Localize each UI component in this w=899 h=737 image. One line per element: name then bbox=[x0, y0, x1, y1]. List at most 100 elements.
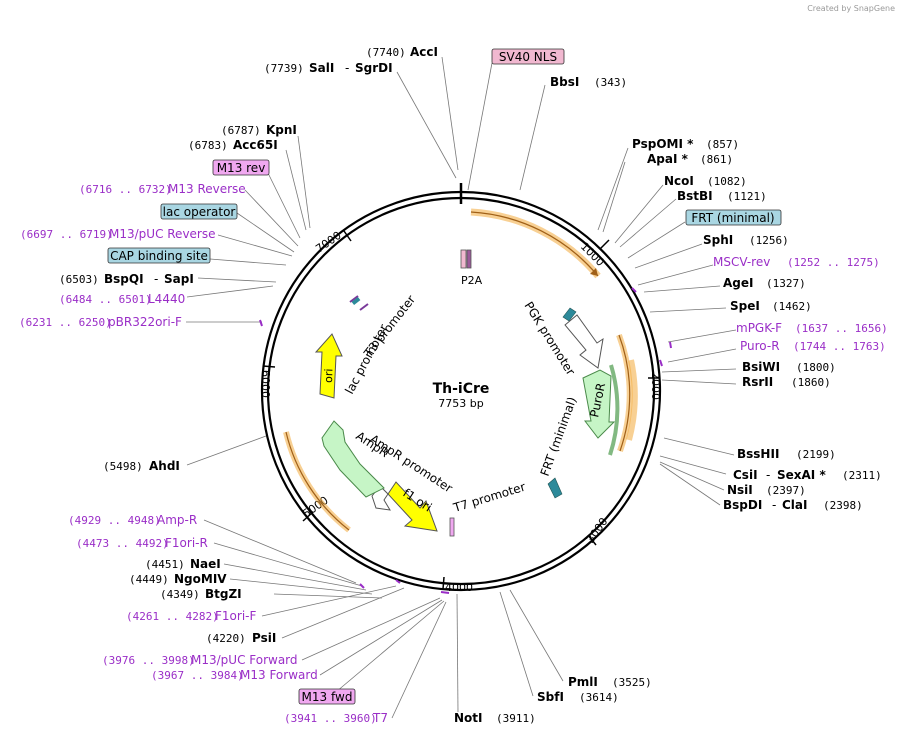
primer-name-m13puc-reverse: M13/pUC Reverse bbox=[109, 227, 216, 241]
enzyme-name-sbfi: SbfI bbox=[537, 690, 564, 704]
enzyme-pos-pmli: (3525) bbox=[612, 676, 652, 689]
ori-arrow bbox=[314, 333, 343, 399]
enzyme-name-bsshii: BssHII bbox=[737, 447, 779, 461]
enzyme-pos-sali: (7739) bbox=[264, 62, 304, 75]
ori-label: ori bbox=[322, 368, 335, 383]
primer-range-l4440: (6484 .. 6501) bbox=[59, 293, 152, 306]
primer-range-pbr322ori-f: (6231 .. 6250) bbox=[19, 316, 112, 329]
cds-arrowhead bbox=[590, 268, 598, 276]
enzyme-pos-nsii: (2397) bbox=[766, 484, 806, 497]
enzyme-pos-bspdi: (2398) bbox=[823, 499, 863, 512]
feature-box-m13-fwd: M13 fwd bbox=[298, 688, 356, 705]
primer-name-mpgk-f: mPGK-F bbox=[736, 321, 782, 335]
callout-lines bbox=[186, 56, 737, 719]
primer-name-mscv-rev: MSCV-rev bbox=[713, 255, 770, 269]
pgk-promoter-arrow bbox=[564, 314, 604, 369]
enzyme-pos-bbsi: (343) bbox=[594, 76, 627, 89]
primer-name-m13-forward: M13 Forward bbox=[240, 668, 318, 682]
feature-box-sv40-nls: SV40 NLS bbox=[491, 48, 565, 65]
enzyme-pos-apai: (861) bbox=[700, 153, 733, 166]
t7-promoter-marker bbox=[449, 517, 455, 537]
cds-arc-2 bbox=[626, 359, 638, 441]
plasmid-name: Th-iCre bbox=[433, 381, 490, 397]
svg-text:-: - bbox=[772, 498, 776, 512]
enzyme-name-spei: SpeI bbox=[730, 299, 760, 313]
enzyme-pos-psii: (4220) bbox=[206, 632, 246, 645]
enzyme-name-sexai: SexAI * bbox=[777, 468, 826, 482]
primer-name-f1ori-r: F1ori-R bbox=[165, 536, 208, 550]
primer-name-pbr322ori-f: pBR322ori-F bbox=[108, 315, 182, 329]
feature-box-m13-rev: M13 rev bbox=[212, 159, 270, 176]
enzyme-pos-ahdi: (5498) bbox=[103, 460, 143, 473]
enzymes-right: (7740) AccI (7739) SalI - SgrDI BbsI (34… bbox=[264, 45, 882, 725]
enzyme-name-ncoi: NcoI bbox=[664, 174, 694, 188]
enzyme-pos-agei: (1327) bbox=[766, 277, 806, 290]
enzyme-pos-acci: (7740) bbox=[366, 46, 406, 59]
plasmid-length: 7753 bp bbox=[438, 397, 483, 410]
primer-range-m13puc-reverse: (6697 .. 6719) bbox=[20, 228, 113, 241]
svg-text:-: - bbox=[766, 468, 770, 482]
enzyme-name-psii: PsiI bbox=[252, 631, 276, 645]
enzyme-pos-bsshii: (2199) bbox=[796, 448, 836, 461]
svg-text:FRT (minimal): FRT (minimal) bbox=[691, 211, 774, 225]
puror-arrow bbox=[582, 369, 616, 439]
tick-marks bbox=[262, 230, 660, 590]
enzyme-pos-pspomi: (857) bbox=[706, 138, 739, 151]
primers: MSCV-rev (1252 .. 1275) mPGK-F (1637 .. … bbox=[19, 182, 888, 725]
enzyme-pos-bspqi: (6503) bbox=[59, 273, 99, 286]
feature-box-cap-binding-site: CAP binding site bbox=[107, 247, 211, 264]
primer-range-m13puc-forward: (3976 .. 3998) bbox=[102, 654, 195, 667]
enzyme-name-ngomiv: NgoMIV bbox=[174, 572, 227, 586]
enzymes-left: (6787) KpnI (6783) Acc65I (6503) BspQI -… bbox=[59, 123, 297, 645]
svg-text:CAP binding site: CAP binding site bbox=[110, 249, 208, 263]
enzyme-name-rsrii: RsrII bbox=[742, 375, 773, 389]
p2a-feature bbox=[460, 249, 472, 269]
enzyme-name-apai: ApaI * bbox=[647, 152, 689, 166]
primer-name-l4440: L4440 bbox=[148, 292, 185, 306]
svg-text:M13 fwd: M13 fwd bbox=[302, 690, 353, 704]
enzyme-name-bstbi: BstBI bbox=[677, 189, 713, 203]
t7-promoter-label: T7 promoter bbox=[451, 480, 527, 515]
enzyme-name-csii: CsiI bbox=[733, 468, 758, 482]
svg-text:SV40 NLS: SV40 NLS bbox=[499, 50, 557, 64]
enzyme-name-pspomi: PspOMI * bbox=[632, 137, 694, 151]
primer-name-puro-r: Puro-R bbox=[740, 339, 780, 353]
primer-range-mscv-rev: (1252 .. 1275) bbox=[787, 256, 880, 269]
primer-name-amp-r: Amp-R bbox=[157, 513, 197, 527]
enzyme-name-sali: SalI bbox=[309, 61, 334, 75]
enzyme-pos-acc65i: (6783) bbox=[188, 139, 228, 152]
enzyme-name-clai: ClaI bbox=[782, 498, 807, 512]
enzyme-name-sapi: SapI bbox=[164, 272, 194, 286]
enzyme-name-kpni: KpnI bbox=[266, 123, 297, 137]
enzyme-pos-naei: (4451) bbox=[145, 558, 185, 571]
primer-range-f1ori-r: (4473 .. 4492) bbox=[76, 537, 169, 550]
enzyme-pos-ncoi: (1082) bbox=[707, 175, 747, 188]
enzyme-name-sphi: SphI bbox=[703, 233, 733, 247]
p2a-label: P2A bbox=[461, 274, 483, 287]
enzyme-pos-sphi: (1256) bbox=[749, 234, 789, 247]
enzyme-name-acc65i: Acc65I bbox=[233, 138, 278, 152]
enzyme-pos-rsrii: (1860) bbox=[791, 376, 831, 389]
green-arc bbox=[608, 364, 620, 456]
tick-label-2000: 2000 bbox=[649, 372, 662, 400]
enzyme-name-naei: NaeI bbox=[190, 557, 221, 571]
primer-range-m13-reverse: (6716 .. 6732) bbox=[79, 183, 172, 196]
primer-ticks bbox=[259, 287, 672, 594]
enzyme-pos-btgzi: (4349) bbox=[160, 588, 200, 601]
svg-text:lac operator: lac operator bbox=[163, 205, 236, 219]
enzyme-name-pmli: PmlI bbox=[568, 675, 598, 689]
ampr-arrow bbox=[321, 420, 385, 498]
enzyme-pos-kpni: (6787) bbox=[221, 124, 261, 137]
primer-range-m13-forward: (3967 .. 3984) bbox=[151, 669, 244, 682]
svg-text:M13 rev: M13 rev bbox=[217, 161, 266, 175]
primer-range-amp-r: (4929 .. 4948) bbox=[68, 514, 161, 527]
enzyme-name-agei: AgeI bbox=[723, 276, 753, 290]
enzyme-pos-noti: (3911) bbox=[496, 712, 536, 725]
svg-text:-: - bbox=[345, 61, 349, 75]
f1-ori-arrow bbox=[387, 481, 438, 532]
tick-label-6000: 6000 bbox=[259, 370, 272, 398]
t3-promoter-label: T3 promoter bbox=[361, 292, 419, 360]
tick-label-3000: 3000 bbox=[584, 515, 611, 545]
enzyme-name-noti: NotI bbox=[454, 711, 483, 725]
